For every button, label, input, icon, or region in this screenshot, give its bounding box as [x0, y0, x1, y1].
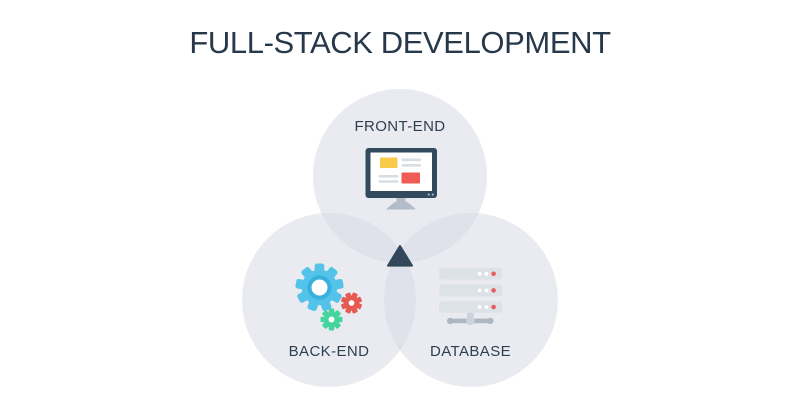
server-led-white: [477, 288, 482, 293]
server-led-red: [491, 304, 496, 310]
server-led-red: [491, 288, 496, 293]
monitor-text-lines: [378, 158, 421, 183]
server-leds-white: [477, 271, 489, 309]
monitor-text-line: [378, 180, 399, 183]
server-stand: [447, 312, 494, 326]
gear-green: [320, 308, 343, 331]
server-bar: [439, 284, 502, 297]
server-led-red: [491, 271, 496, 277]
monitor-stand-neck: [396, 198, 406, 204]
intersection-triangle: [387, 245, 413, 267]
server-led-white: [477, 305, 482, 309]
server-stand-neck: [467, 312, 474, 320]
server-led-white: [484, 271, 489, 276]
back-end-label: BACK-END: [289, 343, 370, 360]
monitor-icon: [365, 148, 437, 210]
server-leds-red: [491, 271, 496, 310]
gear-blue-hole: [311, 279, 328, 296]
bezel-dot: [431, 193, 434, 196]
server-bar: [439, 268, 502, 280]
bezel-dot: [427, 193, 430, 196]
gear-green-hole: [328, 316, 335, 323]
page-title: FULL-STACK DEVELOPMENT: [189, 25, 611, 60]
monitor-text-line: [378, 175, 399, 178]
monitor-bezel-dots: [427, 193, 434, 196]
database-circle: [384, 213, 558, 387]
monitor-yellow-block: [380, 157, 398, 168]
gear-red: [341, 292, 362, 314]
monitor-red-block: [401, 172, 420, 184]
monitor-stand: [386, 198, 416, 210]
server-bar: [439, 301, 502, 313]
gear-red-hole: [348, 300, 355, 306]
server-led-white: [484, 288, 489, 293]
monitor-text-line: [401, 158, 421, 162]
gear-blue: [295, 263, 344, 312]
front-end-label: FRONT-END: [354, 118, 445, 135]
monitor-text-line: [401, 164, 421, 167]
database-server-icon: [439, 268, 502, 326]
monitor-stand-base: [386, 201, 416, 210]
server-led-white: [477, 271, 482, 276]
gears-icon: [295, 263, 362, 331]
server-led-white: [484, 305, 489, 309]
database-label: DATABASE: [430, 343, 511, 360]
server-stand-knob: [466, 316, 475, 326]
server-bars: [439, 268, 502, 313]
monitor-screen: [370, 152, 432, 191]
